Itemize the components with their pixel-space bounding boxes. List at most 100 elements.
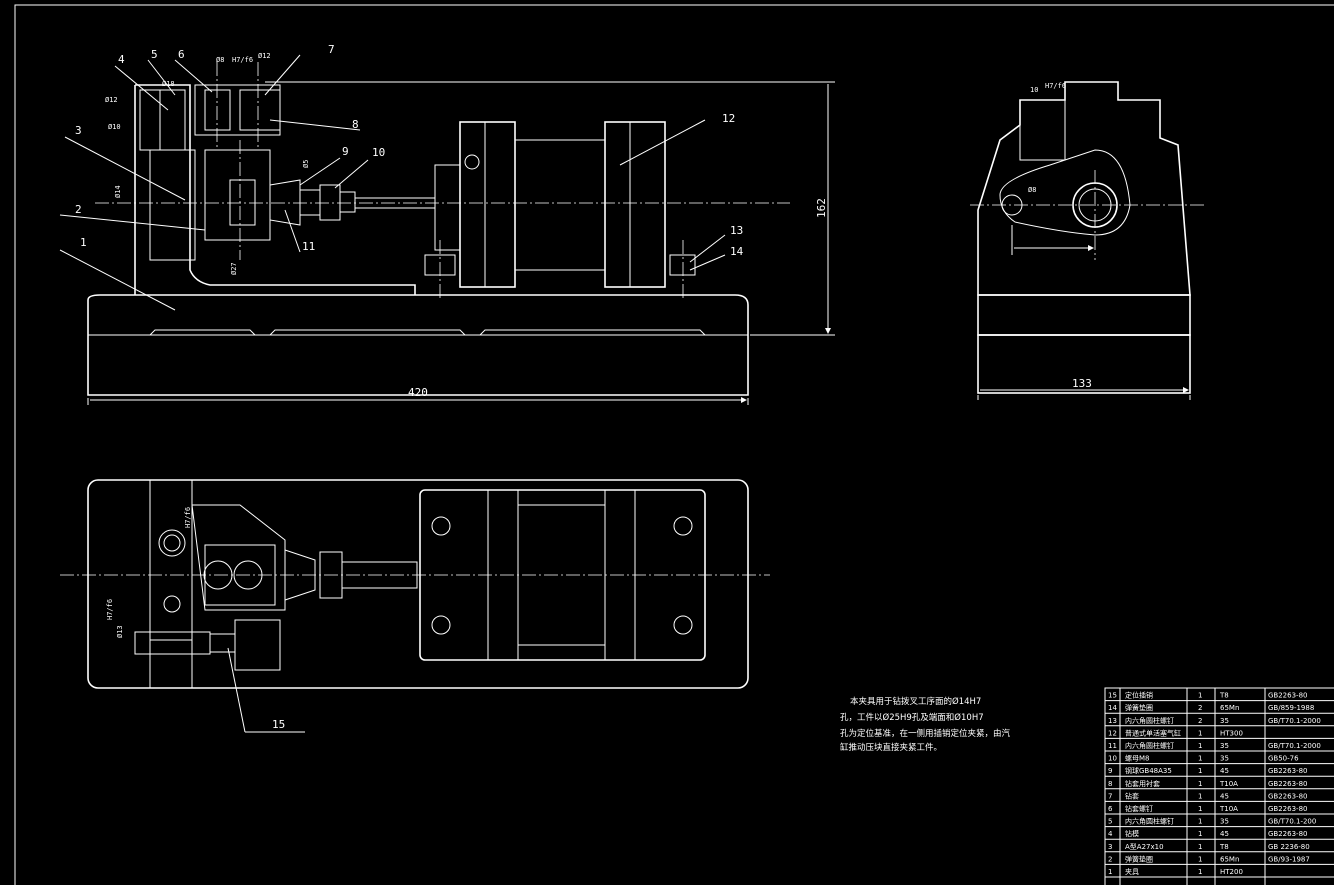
balloon-4: 4 (118, 53, 125, 66)
bom-cell-qty: 2 (1198, 704, 1202, 712)
bom-cell-no: 10 (1108, 755, 1117, 763)
top-dim-fit: H7/f6 (106, 599, 114, 620)
dim-d18: Ø18 (162, 80, 175, 88)
bom-cell-mat: 35 (1220, 755, 1229, 763)
svg-text:孔为定位基准，在一侧用插销定位夹紧，由汽: 孔为定位基准，在一侧用插销定位夹紧，由汽 (840, 728, 1011, 739)
bom-cell-std: GB2263-80 (1268, 805, 1307, 813)
balloon-13: 13 (730, 224, 743, 237)
bom-cell-no: 2 (1108, 855, 1112, 863)
bom-cell-std: GB2263-80 (1268, 792, 1307, 800)
bom-cell-mat: T8 (1219, 843, 1229, 851)
bom-cell-std: GB/93-1987 (1268, 855, 1310, 863)
bom-cell-mat: T8 (1219, 692, 1229, 700)
bom-cell-std: GB 2236-80 (1268, 843, 1310, 851)
technical-note: 本夹具用于钻拨叉工序面的Ø14H7 孔，工件以Ø25H9孔及端面和Ø10H7 孔… (840, 696, 1011, 753)
bom-cell-name: 弹簧垫圈 (1125, 703, 1153, 712)
side-dim-fit: H7/f6 (1045, 82, 1066, 90)
bom-cell-std: GB/T70.1-2000 (1268, 717, 1321, 725)
bom-cell-qty: 1 (1198, 729, 1202, 737)
balloon-11: 11 (302, 240, 315, 253)
bom-cell-no: 4 (1108, 830, 1113, 838)
bom-cell-no: 8 (1108, 780, 1112, 788)
bom-cell-name: 螺母M8 (1125, 754, 1150, 763)
side-dim-d8: Ø8 (1028, 186, 1036, 194)
bom-cell-no: 6 (1108, 805, 1113, 813)
bom-cell-no: 11 (1108, 742, 1117, 750)
bom-cell-no: 13 (1108, 717, 1117, 725)
side-dim-133: 133 (1072, 377, 1092, 390)
bom-cell-std: GB2263-80 (1268, 767, 1307, 775)
dim-d12-fit: Ø12 (105, 96, 118, 104)
bom-cell-std: GB/859-1988 (1268, 704, 1314, 712)
bom-cell-qty: 1 (1198, 780, 1202, 788)
cylinder-left-flange (459, 121, 516, 288)
bom-cell-name: 普通式单活塞气缸 (1125, 728, 1181, 737)
front-view: 420 162 Ø18 Ø8 H7/f6 Ø12 Ø12 Ø10 Ø14 Ø5 … (59, 43, 835, 405)
balloon-5: 5 (151, 48, 158, 61)
bom-cell-qty: 1 (1198, 742, 1202, 750)
bom-cell-name: 内六角圆柱螺钉 (1125, 716, 1174, 725)
bom-cell-name: 定位插销 (1125, 691, 1153, 700)
side-dim-10: 10 (1030, 86, 1038, 94)
bom-cell-qty: 1 (1198, 868, 1202, 876)
bom-cell-name: A型A27x10 (1125, 842, 1164, 851)
balloon-7: 7 (328, 43, 335, 56)
top-dim-d13: Ø13 (116, 625, 124, 638)
bom-cell-no: 9 (1108, 767, 1112, 775)
top-dim-fit-small: H7/f6 (184, 507, 192, 528)
bom-cell-mat: HT300 (1220, 729, 1243, 737)
bom-cell-std: GB2263-80 (1268, 692, 1307, 700)
base-plate (87, 294, 749, 396)
balloon-3: 3 (75, 124, 82, 137)
balloon-1: 1 (80, 236, 87, 249)
balloon-15: 15 (272, 718, 285, 731)
bom-cell-mat: 35 (1220, 717, 1229, 725)
bom-cell-no: 12 (1108, 729, 1117, 737)
balloon-10: 10 (372, 146, 385, 159)
top-base-outline (87, 479, 749, 689)
svg-text:本夹具用于钻拨叉工序面的Ø14H7: 本夹具用于钻拨叉工序面的Ø14H7 (850, 696, 981, 707)
bom-cell-name: 弹簧垫圈 (1125, 854, 1153, 863)
bom-cell-qty: 1 (1198, 830, 1202, 838)
bom-cell-qty: 1 (1198, 767, 1202, 775)
bom-cell-no: 5 (1108, 818, 1112, 826)
top-view: Ø13 H7/f6 H7/f6 15 (60, 479, 770, 733)
bom-cell-mat: 35 (1220, 742, 1229, 750)
cylinder-right-flange (604, 121, 666, 288)
bom-cell-name: 夹具 (1125, 867, 1139, 876)
bom-cell-mat: 65Mn (1220, 855, 1239, 863)
bom-cell-name: 钻模 (1125, 829, 1139, 838)
dim-d5: Ø5 (302, 160, 310, 168)
dim-d10-fit: Ø10 (108, 123, 121, 131)
bom-cell-mat: 45 (1220, 767, 1229, 775)
cylinder-body (514, 139, 606, 271)
bom-cell-qty: 1 (1198, 855, 1202, 863)
svg-text:孔，工件以Ø25H9孔及端面和Ø10H7: 孔，工件以Ø25H9孔及端面和Ø10H7 (840, 712, 984, 723)
bom-cell-no: 15 (1108, 692, 1117, 700)
bom-cell-mat: HT200 (1220, 868, 1243, 876)
sheet-border (14, 4, 1334, 885)
dim-d8: Ø8 (216, 56, 224, 64)
bom-cell-name: 钻套 (1125, 791, 1139, 800)
dim-fit-h7f6: H7/f6 (232, 56, 253, 64)
bom-cell-std: GB/T70.1-2000 (1268, 742, 1321, 750)
bom-cell-mat: 35 (1220, 818, 1229, 826)
svg-text:缸推动压块直接夹紧工件。: 缸推动压块直接夹紧工件。 (840, 742, 942, 753)
bom-cell-qty: 1 (1198, 805, 1202, 813)
bom-cell-mat: T10A (1219, 805, 1238, 813)
bom-cell-mat: 45 (1220, 830, 1229, 838)
balloon-6: 6 (178, 48, 185, 61)
bom-cell-qty: 1 (1198, 843, 1202, 851)
bom-cell-std: GB2263-80 (1268, 780, 1307, 788)
side-base-hatched (977, 294, 1191, 336)
dim-d27: Ø27 (230, 262, 238, 275)
hatched-bracket (149, 149, 196, 261)
bom-cell-qty: 1 (1198, 818, 1202, 826)
bom-cell-qty: 1 (1198, 755, 1202, 763)
bom-cell-mat: 65Mn (1220, 704, 1239, 712)
balloon-2: 2 (75, 203, 82, 216)
bom-cell-name: 钻套用衬套 (1125, 779, 1160, 788)
bom-cell-no: 1 (1108, 868, 1112, 876)
dim-d12-top: Ø12 (258, 52, 271, 60)
